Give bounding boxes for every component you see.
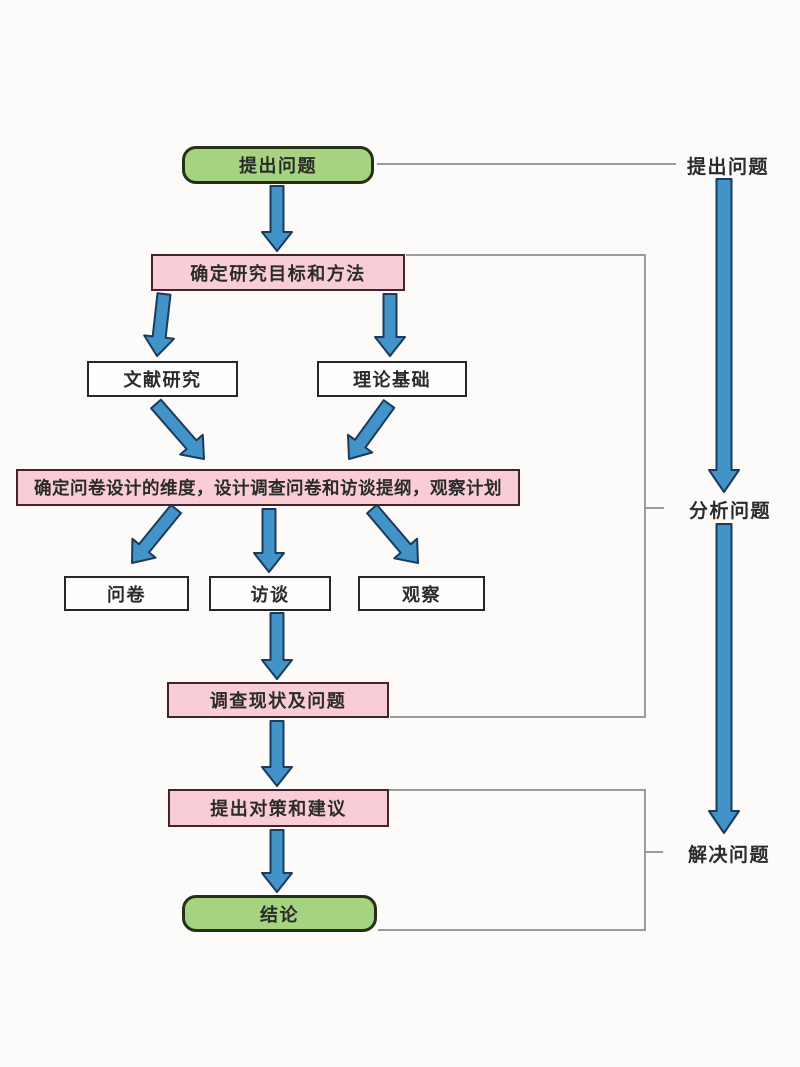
stage-label-raise: 提出问题 xyxy=(687,157,770,178)
node-conclusion: 结论 xyxy=(182,895,377,932)
arrow-design-to-questionnaire xyxy=(131,503,182,564)
node-literature: 文献研究 xyxy=(87,361,238,397)
arrow-stage-analyze-to-solve xyxy=(708,523,740,834)
arrow-goal-to-theory xyxy=(374,293,406,357)
node-design: 确定问卷设计的维度，设计调查问卷和访谈提纲，观察计划 xyxy=(16,469,520,506)
node-raise-question: 提出问题 xyxy=(182,146,374,184)
node-theory: 理论基础 xyxy=(317,361,467,397)
node-interview: 访谈 xyxy=(209,576,331,611)
node-observation: 观察 xyxy=(358,576,485,611)
arrow-literature-to-design xyxy=(150,398,205,460)
arrow-status-to-suggestion xyxy=(261,720,293,787)
arrow-raise-to-goal xyxy=(261,185,293,252)
arrow-suggestion-to-conclusion xyxy=(261,829,293,893)
stage-label-analyze: 分析问题 xyxy=(689,501,772,522)
bracket-analyze xyxy=(390,254,646,718)
bracket-solve xyxy=(378,789,646,931)
node-status: 调查现状及问题 xyxy=(167,682,389,718)
arrow-theory-to-design xyxy=(347,399,396,460)
node-questionnaire: 问卷 xyxy=(64,576,189,611)
arrow-design-to-interview xyxy=(253,508,285,573)
node-goal-method: 确定研究目标和方法 xyxy=(151,254,405,291)
stage-label-solve: 解决问题 xyxy=(688,845,771,866)
arrow-interview-to-status xyxy=(261,612,293,680)
node-suggestion: 提出对策和建议 xyxy=(168,789,389,827)
arrow-design-to-observation xyxy=(366,503,419,564)
arrow-goal-to-literature xyxy=(143,292,175,357)
arrow-stage-raise-to-analyze xyxy=(708,178,740,493)
